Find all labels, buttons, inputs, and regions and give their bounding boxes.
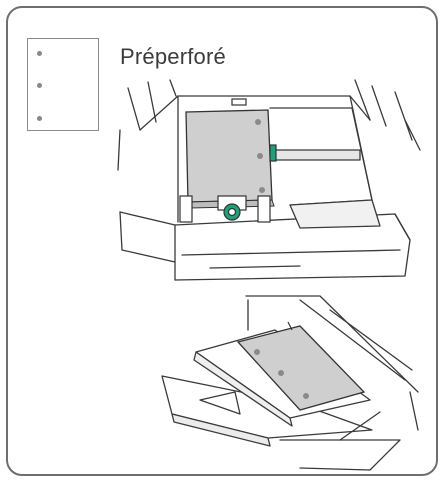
prepunched-paper-icon [27,38,99,131]
paper-type-caption: Préperforé [120,44,226,69]
prepunched-paper-stack [185,109,275,209]
tray-guides [179,98,277,223]
punch-hole-top [37,51,42,56]
bypass-paper-sheet [236,321,366,411]
punch-hole-middle [37,83,42,88]
paper-tray-illustration [117,79,421,281]
punch-hole-bottom [37,116,42,121]
